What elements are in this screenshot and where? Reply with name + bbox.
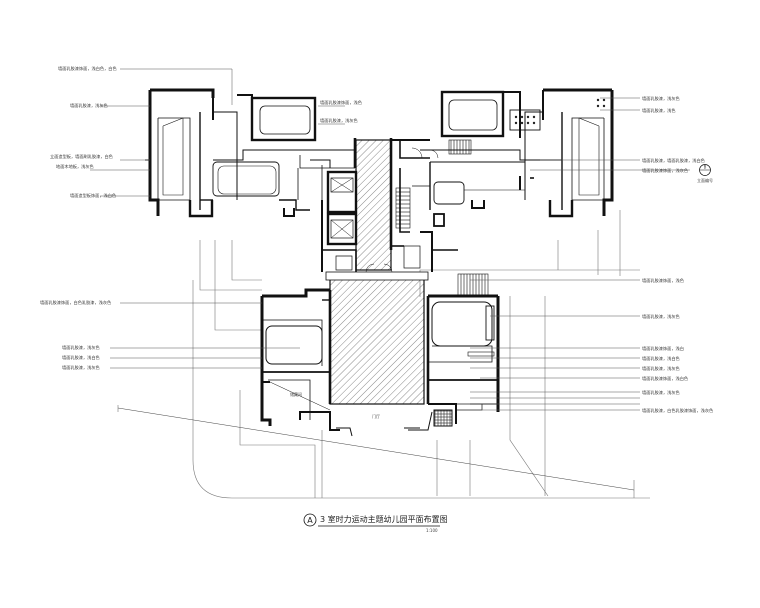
lower-right-block	[404, 294, 500, 431]
drawing-title: A 3 室时力运动主题幼儿园平面布置图 1:100	[303, 513, 448, 533]
annotation: 墙面乳胶漆，浅白色	[62, 354, 101, 361]
leader-lines	[90, 68, 690, 411]
dot-grid	[514, 98, 606, 125]
stair-top	[448, 139, 472, 155]
annotation: 地面木地板，浅灰色	[56, 163, 95, 170]
annotation: 墙面乳胶漆，浅灰色	[70, 102, 109, 109]
lower-left-block	[260, 288, 353, 437]
annotation: 墙面乳胶漆，浅灰色	[642, 389, 681, 396]
annotation: 墙面乳胶漆，浅灰色	[62, 364, 101, 371]
tile-area	[433, 409, 453, 427]
annotation: 墙面乳胶漆，浅白色	[642, 355, 681, 362]
annotation: 墙面乳胶漆，墙面乳胶漆，浅白色	[642, 157, 706, 164]
section-symbol: A	[307, 516, 313, 525]
annotation: 墙面乳胶漆饰面，浅白	[642, 345, 684, 352]
annotation: 立面造型板，墙面刷乳胶漆，白色	[50, 153, 114, 160]
top-left-wing	[145, 88, 355, 218]
room-label-lobby: 门厅	[372, 413, 380, 419]
annotation: 墙面造型板饰面，浅白色	[70, 192, 117, 199]
elevation-label: B	[704, 165, 707, 170]
elevation-sub: 立面编号	[697, 177, 713, 183]
core-walls	[321, 138, 458, 273]
elevation-symbol: B 立面编号	[697, 164, 713, 183]
left-annotations: 墙面乳胶漆饰面，浅白色，白色 墙面乳胶漆，浅灰色 立面造型板，墙面刷乳胶漆，白色…	[40, 65, 117, 371]
annotation: 墙面乳胶漆，浅灰色	[642, 95, 681, 102]
drawing-title-text: 3 室时力运动主题幼儿园平面布置图	[320, 514, 448, 524]
central-corridor	[325, 139, 429, 405]
annotation: 墙面乳胶漆，浅灰色	[642, 313, 681, 320]
top-right-wing	[420, 88, 614, 218]
stair-core	[395, 187, 411, 229]
top-annotations: 墙面乳胶漆饰面，浅色 墙面乳胶漆，浅灰色	[320, 99, 363, 124]
annotation: 墙面乳胶漆，浅灰色	[642, 365, 681, 372]
stair-lower	[457, 273, 489, 297]
annotation: 墙面乳胶漆，浅灰色	[320, 117, 359, 124]
annotation: 墙面乳胶漆饰面，浅色	[320, 99, 363, 106]
dimension-line	[117, 407, 635, 491]
annotation: 墙面乳胶漆饰面，浅灰色	[642, 167, 689, 174]
room-label-storage: 储藏间	[290, 391, 302, 397]
right-annotations: 墙面乳胶漆，浅灰色 墙面乳胶漆，浅色 墙面乳胶漆，墙面乳胶漆，浅白色 墙面乳胶漆…	[642, 95, 714, 414]
annotation: 墙面乳胶漆饰面，白色乳胶漆，浅灰色	[40, 299, 112, 306]
annotation: 墙面乳胶漆，白色乳胶漆饰面，浅灰色	[642, 407, 714, 414]
annotation: 墙面乳胶漆饰面，浅白色	[642, 375, 689, 382]
drawing-scale: 1:100	[426, 528, 438, 533]
annotation: 墙面乳胶漆，浅色	[642, 107, 676, 114]
site-boundary	[117, 210, 650, 499]
annotation: 墙面乳胶漆饰面，浅色	[642, 277, 685, 284]
annotation: 墙面乳胶漆饰面，浅白色，白色	[58, 65, 117, 72]
annotation: 墙面乳胶漆，浅灰色	[62, 344, 101, 351]
